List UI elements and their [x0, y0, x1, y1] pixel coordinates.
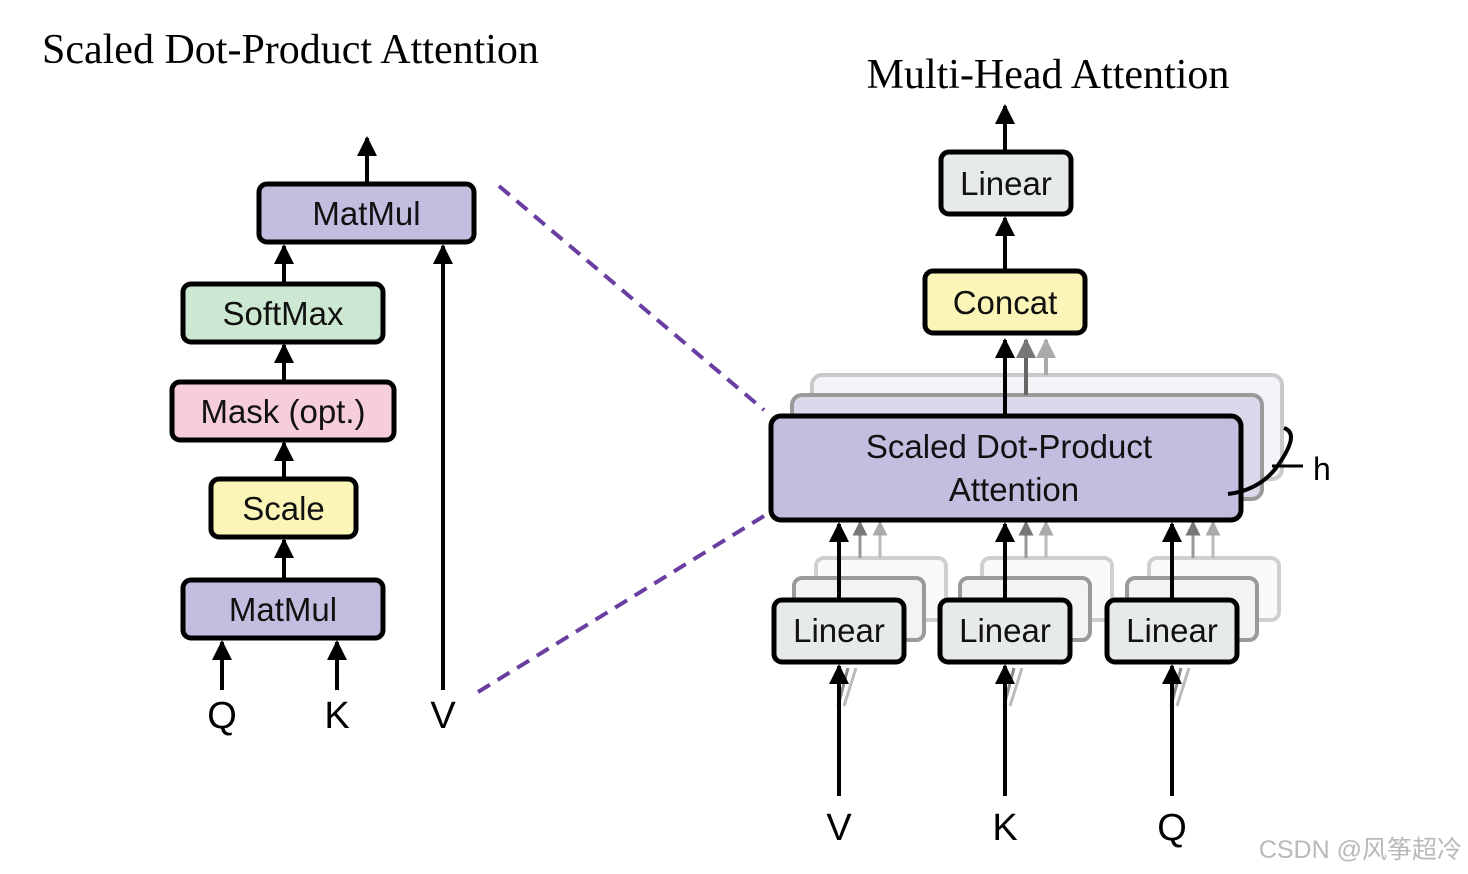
- linear-v-block: Linear: [771, 597, 907, 665]
- attention-label-line1: Scaled Dot-Product: [866, 428, 1152, 465]
- dashed-connector-top: [497, 184, 766, 412]
- linear-output-block: Linear: [938, 149, 1074, 217]
- left-input-q: Q: [207, 695, 237, 737]
- linear-v-label: Linear: [793, 612, 885, 649]
- right-input-v: V: [826, 807, 852, 849]
- multi-head-panel: Multi-Head Attention: [768, 52, 1331, 849]
- heads-bracket: [1227, 426, 1293, 496]
- linear-output-label: Linear: [960, 165, 1052, 202]
- heads-indicator: h: [1227, 426, 1331, 496]
- matmul-bottom-label: MatMul: [229, 591, 337, 628]
- attention-block: Scaled Dot-Product Attention: [768, 413, 1244, 523]
- concat-label: Concat: [953, 284, 1058, 321]
- linear-q-label: Linear: [1126, 612, 1218, 649]
- dashed-connectors: [476, 184, 766, 694]
- left-input-k: K: [324, 695, 349, 737]
- left-input-v: V: [430, 695, 456, 737]
- scale-block: Scale: [208, 476, 359, 540]
- mask-label: Mask (opt.): [200, 393, 365, 430]
- matmul-bottom-block: MatMul: [180, 577, 386, 641]
- linear-k-block: Linear: [937, 597, 1073, 665]
- linear-k-label: Linear: [959, 612, 1051, 649]
- scaled-dot-product-panel: Scaled Dot-Product Attention MatMul Soft…: [42, 27, 539, 737]
- mask-block: Mask (opt.): [169, 379, 397, 443]
- softmax-block: SoftMax: [180, 281, 386, 345]
- left-panel-title: Scaled Dot-Product Attention: [42, 27, 539, 73]
- left-arrows: [212, 136, 453, 690]
- dashed-connector-bottom: [476, 514, 766, 694]
- scale-label: Scale: [242, 490, 325, 527]
- attention-label-line2: Attention: [949, 471, 1079, 508]
- linear-q-block: Linear: [1104, 597, 1240, 665]
- concat-block: Concat: [922, 268, 1088, 336]
- softmax-label: SoftMax: [222, 295, 344, 332]
- heads-label: h: [1313, 451, 1331, 487]
- watermark: CSDN @风筝超冷: [1259, 836, 1462, 864]
- right-arrows: [829, 104, 1182, 796]
- right-input-k: K: [992, 807, 1017, 849]
- right-input-q: Q: [1157, 807, 1187, 849]
- matmul-top-label: MatMul: [312, 195, 420, 232]
- right-panel-title: Multi-Head Attention: [867, 52, 1230, 98]
- matmul-top-block: MatMul: [256, 181, 477, 245]
